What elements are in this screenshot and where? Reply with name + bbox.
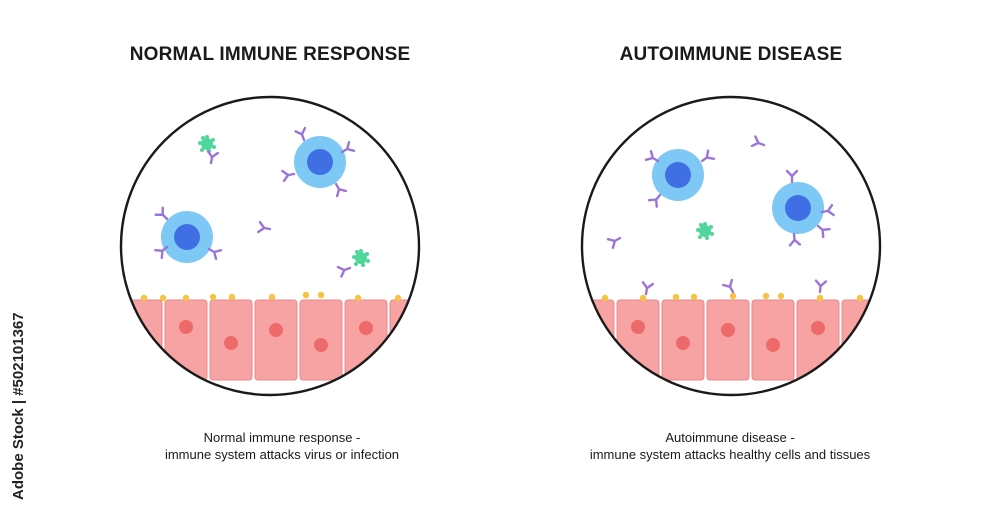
right-circle-outline [580,95,882,397]
antibody-icon [257,220,273,236]
antibody-icon [639,281,655,297]
tissue-cells [582,299,880,381]
immune-cell [154,206,223,263]
stock-watermark: Adobe Stock | #502101367 [2,262,36,502]
immune-cell [644,149,716,208]
left-circle-outline [119,95,421,397]
antibody-icon [721,278,739,296]
right-caption-line2: immune system attacks healthy cells and … [589,447,871,462]
antigen-dots [601,292,864,302]
left-circle-view [119,95,421,397]
right-circle-view [580,95,882,397]
antibody-icon [750,135,767,151]
left-caption-line1: Normal immune response - [203,430,361,445]
right-caption-line1: Autoimmune disease - [665,430,795,445]
antibody-icon [606,232,624,250]
immune-cell [772,169,835,247]
virus-icon [696,222,714,240]
antibody-icon [813,279,828,294]
left-panel-title: NORMAL IMMUNE RESPONSE [129,44,411,65]
virus-icon [352,249,370,267]
antibody-icon [336,262,353,278]
watermark-text: Adobe Stock | #502101367 [10,312,27,500]
antigen-dots [140,291,402,302]
immune-cell [281,126,356,198]
antibody-icon [204,150,220,166]
left-caption: Normal immune response - immune system a… [32,429,532,463]
right-caption: Autoimmune disease - immune system attac… [480,429,980,463]
virus-icon [198,135,216,153]
left-caption-line2: immune system attacks virus or infection [164,447,400,462]
right-panel-title: AUTOIMMUNE DISEASE [619,44,843,65]
